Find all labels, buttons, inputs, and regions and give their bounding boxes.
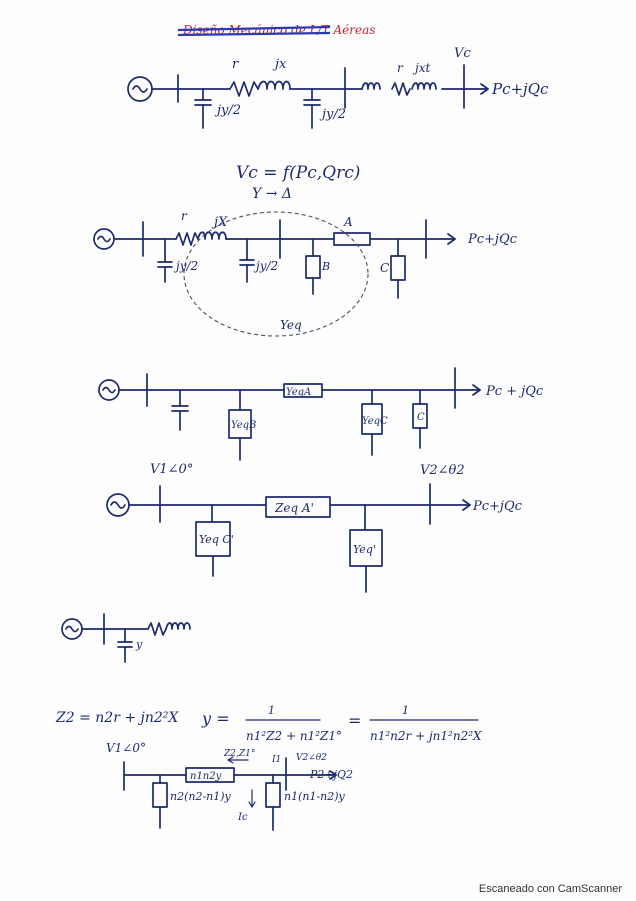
label-yeq: Yeq bbox=[280, 318, 302, 332]
label-rt: r bbox=[397, 61, 404, 75]
inductor bbox=[165, 622, 191, 630]
label-yeq-prime: Yeq' bbox=[353, 543, 376, 556]
label-vc: Vc bbox=[454, 46, 471, 61]
label-shunt-right: jy/2 bbox=[253, 259, 278, 273]
frac1-numerator: 1 bbox=[268, 704, 275, 717]
frac1-denominator: n1²Z2 + n1²Z1° bbox=[246, 729, 342, 743]
arrow-icon bbox=[480, 83, 489, 95]
diagram-4: V1∠0° V2∠θ2 Yeq C' Zeq A' Yeq' Pc+jQc bbox=[106, 462, 523, 593]
label-v2: V2∠θ2 bbox=[296, 753, 327, 763]
resistor-r bbox=[175, 232, 199, 246]
title-strikethrough bbox=[177, 25, 331, 32]
label-jxt: jxt bbox=[412, 61, 430, 75]
scanner-watermark: Escaneado con CamScanner bbox=[478, 883, 622, 895]
label-jx: jX bbox=[211, 215, 228, 230]
equations: Z2 = n2r + jn2²X y = 1 n1²Z2 + n1²Z1° = … bbox=[55, 704, 482, 743]
label-b: B bbox=[321, 260, 330, 273]
inductor-jx bbox=[257, 80, 291, 90]
arrow-icon bbox=[447, 233, 456, 245]
label-v2: V2∠θ2 bbox=[420, 463, 465, 478]
label-load-4: Pc+jQc bbox=[472, 499, 523, 514]
diagram-3: YeqB YeqA YeqC C Pc + jQc bbox=[98, 367, 544, 461]
label-yeqa: YeqA bbox=[286, 387, 311, 398]
frac2-denominator: n1²n2r + jn1²n2²X bbox=[370, 729, 482, 743]
label-a: A bbox=[343, 215, 353, 229]
label-z2z1: Z2,Z1° bbox=[223, 749, 255, 759]
resistor bbox=[147, 622, 167, 636]
label-v1: V1∠0° bbox=[106, 741, 146, 755]
label-v1: V1∠0° bbox=[150, 462, 193, 477]
label-yeqb: YeqB bbox=[231, 420, 256, 431]
resistor-r bbox=[229, 81, 259, 97]
label-y: y bbox=[135, 638, 143, 651]
label-c: C bbox=[417, 412, 425, 423]
transform-label: Y → Δ bbox=[252, 186, 292, 202]
label-c: C bbox=[380, 261, 389, 275]
diagram-5: y bbox=[61, 613, 191, 663]
label-r: r bbox=[232, 57, 239, 72]
label-load-2: Pc+jQc bbox=[467, 232, 518, 247]
label-r: r bbox=[181, 209, 188, 223]
shunt-left-box bbox=[152, 782, 168, 808]
shunt-right-box bbox=[265, 782, 281, 808]
label-load-1: Pc+jQc bbox=[491, 80, 549, 98]
label-shunt-left: n2(n2-n1)y bbox=[170, 790, 232, 803]
label-series: n1n2y bbox=[190, 771, 222, 782]
inductor-jxt bbox=[411, 82, 437, 90]
equation-vc: Vc = f(Pc,Qrc) bbox=[236, 163, 360, 183]
source-wave bbox=[132, 85, 148, 93]
element-c bbox=[390, 255, 406, 281]
label-load-3: Pc + jQc bbox=[485, 384, 544, 399]
label-shunt-right: n1(n1-n2)y bbox=[284, 790, 346, 803]
diagram-1: r jx jy/2 jy/2 r jxt Vc Pc+jQc bbox=[127, 46, 549, 129]
arrow-left-icon bbox=[227, 756, 249, 764]
arrow-icon bbox=[329, 770, 337, 780]
label-jx: jx bbox=[272, 57, 287, 72]
arrow-icon bbox=[462, 499, 471, 511]
label-yeqc: Yeq C' bbox=[199, 533, 234, 546]
equation-z2: Z2 = n2r + jn2²X bbox=[55, 710, 179, 726]
label-shunt-left: jy/2 bbox=[173, 259, 198, 273]
resistor-rt bbox=[391, 82, 411, 96]
inductor-t1 bbox=[361, 82, 381, 90]
label-shunt-left: jy/2 bbox=[214, 103, 241, 118]
arrow-icon bbox=[472, 384, 481, 396]
equation-y-lhs: y = bbox=[201, 709, 230, 728]
label-yeqc: YeqC bbox=[362, 416, 388, 427]
grouping-ellipse bbox=[183, 211, 369, 337]
label-ic: Ic bbox=[237, 812, 248, 823]
frac2-numerator: 1 bbox=[402, 704, 409, 717]
inductor-jx bbox=[197, 231, 227, 240]
label-zeqa: Zeq A' bbox=[274, 501, 314, 515]
diagram-6: V1∠0° Z2,Z1° n2(n2-n1)y n1n2y Ic n1(n1-n… bbox=[106, 741, 353, 831]
label-load-6: P2+jQ2 bbox=[309, 768, 353, 781]
diagram-2: r jX jy/2 jy/2 B A C Pc+jQc Yeq bbox=[93, 209, 518, 337]
element-b bbox=[305, 255, 321, 279]
element-zeqa bbox=[265, 496, 331, 518]
label-i1: I1 bbox=[271, 755, 281, 765]
label-shunt-right: jy/2 bbox=[319, 107, 346, 122]
title-underline bbox=[177, 31, 331, 37]
equals-sign: = bbox=[348, 711, 361, 730]
